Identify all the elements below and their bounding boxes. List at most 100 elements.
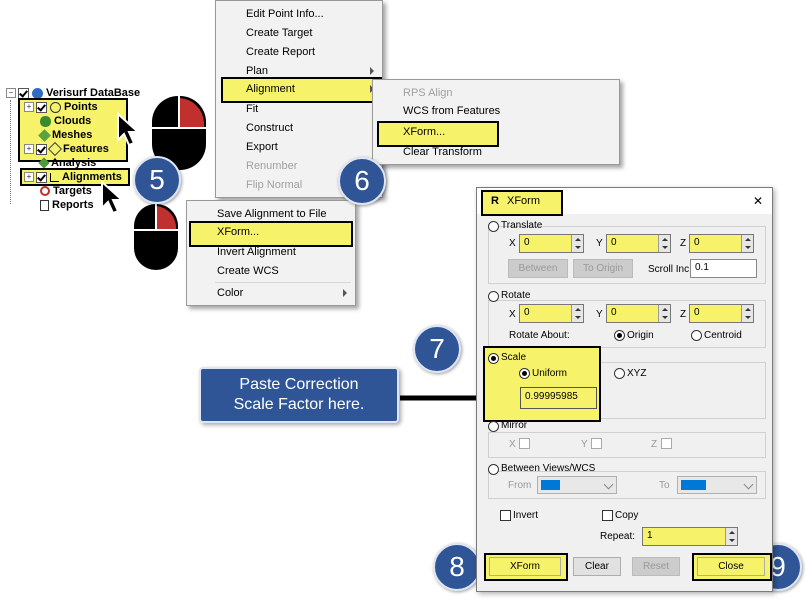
between-views-label: Between Views/WCS xyxy=(501,463,596,474)
repeat-input[interactable]: 1 xyxy=(642,527,738,546)
translate-y-label: Y xyxy=(596,238,603,249)
tree-root[interactable]: − Verisurf DataBase xyxy=(6,86,140,100)
reset-button[interactable]: Reset xyxy=(632,557,680,576)
menu-item-color[interactable]: Color xyxy=(187,284,355,302)
between-views-group xyxy=(488,471,766,499)
tree-item-alignments[interactable]: + Alignments xyxy=(24,170,122,184)
mirror-x-checkbox[interactable] xyxy=(519,438,530,449)
paste-callout-line2: Scale Factor here. xyxy=(233,396,365,413)
to-label: To xyxy=(659,480,670,491)
translate-radio[interactable] xyxy=(488,221,499,232)
menu-item-save-alignment[interactable]: Save Alignment to File xyxy=(217,208,327,220)
tree-item-meshes[interactable]: Meshes xyxy=(38,128,92,142)
tree-item-analysis[interactable]: Analysis xyxy=(38,156,96,170)
mirror-x-label: X xyxy=(509,439,516,450)
scale-factor-input[interactable]: 0.99995985 xyxy=(520,387,597,409)
spinner-icon[interactable] xyxy=(571,305,583,322)
to-origin-button[interactable]: To Origin xyxy=(573,259,633,278)
translate-x-value: 0 xyxy=(524,237,530,248)
spinner-icon[interactable] xyxy=(571,235,583,252)
tree-item-label: Reports xyxy=(52,199,94,211)
uniform-radio[interactable] xyxy=(519,368,530,379)
tree-item-clouds[interactable]: Clouds xyxy=(40,114,91,128)
spinner-icon[interactable] xyxy=(658,235,670,252)
between-button[interactable]: Between xyxy=(508,259,568,278)
menu-item-invert-alignment[interactable]: Invert Alignment xyxy=(217,246,296,258)
expand-icon[interactable]: + xyxy=(24,102,34,112)
feature-icon xyxy=(47,141,63,157)
spinner-icon[interactable] xyxy=(741,235,753,252)
alignment-icon xyxy=(50,172,59,182)
rotate-z-input[interactable]: 0 xyxy=(689,304,754,323)
close-icon[interactable]: ✕ xyxy=(753,194,764,208)
xform-button[interactable]: XForm xyxy=(489,557,561,576)
expand-icon[interactable]: + xyxy=(24,172,34,182)
alignments-checkbox[interactable] xyxy=(36,171,47,183)
root-checkbox[interactable] xyxy=(18,87,29,99)
from-select[interactable]: Top xyxy=(537,476,617,494)
menu-item-create-report[interactable]: Create Report xyxy=(246,46,316,58)
spinner-icon[interactable] xyxy=(741,305,753,322)
mirror-z-label: Z xyxy=(651,439,658,450)
menu-item-create-wcs[interactable]: Create WCS xyxy=(217,265,279,277)
tree-item-points[interactable]: + Points xyxy=(24,100,98,114)
menu-item-edit-point-info[interactable]: Edit Point Info... xyxy=(246,8,324,20)
scale-highlight xyxy=(483,346,601,422)
cloud-icon xyxy=(40,115,51,127)
between-views-radio[interactable] xyxy=(488,464,499,475)
menu-item-fit[interactable]: Fit xyxy=(246,103,259,115)
xform-app-icon: R xyxy=(491,195,499,207)
translate-x-input[interactable]: 0 xyxy=(519,234,584,253)
cursor-arrow-icon-2 xyxy=(101,180,125,215)
mirror-y-checkbox[interactable] xyxy=(591,438,602,449)
collapse-icon[interactable]: − xyxy=(6,88,16,98)
tree-item-reports[interactable]: Reports xyxy=(40,198,94,212)
menu-item-alignment[interactable]: Alignment xyxy=(216,80,382,98)
translate-group xyxy=(488,226,766,284)
menu-item-xform-2[interactable]: XForm... xyxy=(217,226,260,238)
menu-item-create-target[interactable]: Create Target xyxy=(246,27,313,39)
xyz-radio[interactable] xyxy=(614,368,625,379)
origin-radio[interactable] xyxy=(614,330,625,341)
centroid-radio[interactable] xyxy=(691,330,702,341)
spinner-icon[interactable] xyxy=(725,528,737,545)
expand-icon[interactable]: + xyxy=(24,144,34,154)
rotate-group xyxy=(488,300,766,348)
points-checkbox[interactable] xyxy=(36,101,47,113)
features-checkbox[interactable] xyxy=(36,143,47,155)
xform-highlight-2 xyxy=(189,221,353,247)
tree-item-features[interactable]: + Features xyxy=(24,141,109,157)
invert-checkbox[interactable] xyxy=(500,510,511,521)
rotate-x-value: 0 xyxy=(524,307,530,318)
menu-item-clear-transform[interactable]: Clear Transform xyxy=(403,146,482,158)
menu-item-construct[interactable]: Construct xyxy=(246,122,294,134)
spinner-icon[interactable] xyxy=(658,305,670,322)
xform-highlight xyxy=(377,121,499,147)
scale-radio[interactable] xyxy=(488,353,499,364)
alignment-highlight xyxy=(221,77,382,103)
tree-item-targets[interactable]: Targets xyxy=(40,184,92,198)
close-button[interactable]: Close xyxy=(697,557,765,576)
rotate-y-input[interactable]: 0 xyxy=(606,304,671,323)
rotate-z-value: 0 xyxy=(694,307,700,318)
mirror-radio[interactable] xyxy=(488,421,499,432)
translate-y-input[interactable]: 0 xyxy=(606,234,671,253)
clear-button[interactable]: Clear xyxy=(573,557,621,576)
menu-item-wcs-from-features[interactable]: WCS from Features xyxy=(403,105,501,117)
to-select[interactable]: Front xyxy=(677,476,757,494)
mirror-z-checkbox[interactable] xyxy=(661,438,672,449)
right-click-mouse-icon xyxy=(152,96,206,170)
tree-item-label: Features xyxy=(63,143,109,155)
scroll-inc-input[interactable]: 0.1 xyxy=(690,259,757,278)
copy-checkbox[interactable] xyxy=(602,510,613,521)
menu-item-export[interactable]: Export xyxy=(246,141,278,153)
tree-item-label: Clouds xyxy=(54,115,92,127)
menu-item-xform[interactable]: XForm... xyxy=(403,126,446,138)
translate-z-input[interactable]: 0 xyxy=(689,234,754,253)
rotate-y-label: Y xyxy=(596,309,603,320)
rotate-radio[interactable] xyxy=(488,291,499,302)
menu-item-renumber: Renumber xyxy=(246,160,298,172)
menu-item-plan[interactable]: Plan xyxy=(216,62,382,80)
origin-label: Origin xyxy=(627,330,654,341)
rotate-x-input[interactable]: 0 xyxy=(519,304,584,323)
